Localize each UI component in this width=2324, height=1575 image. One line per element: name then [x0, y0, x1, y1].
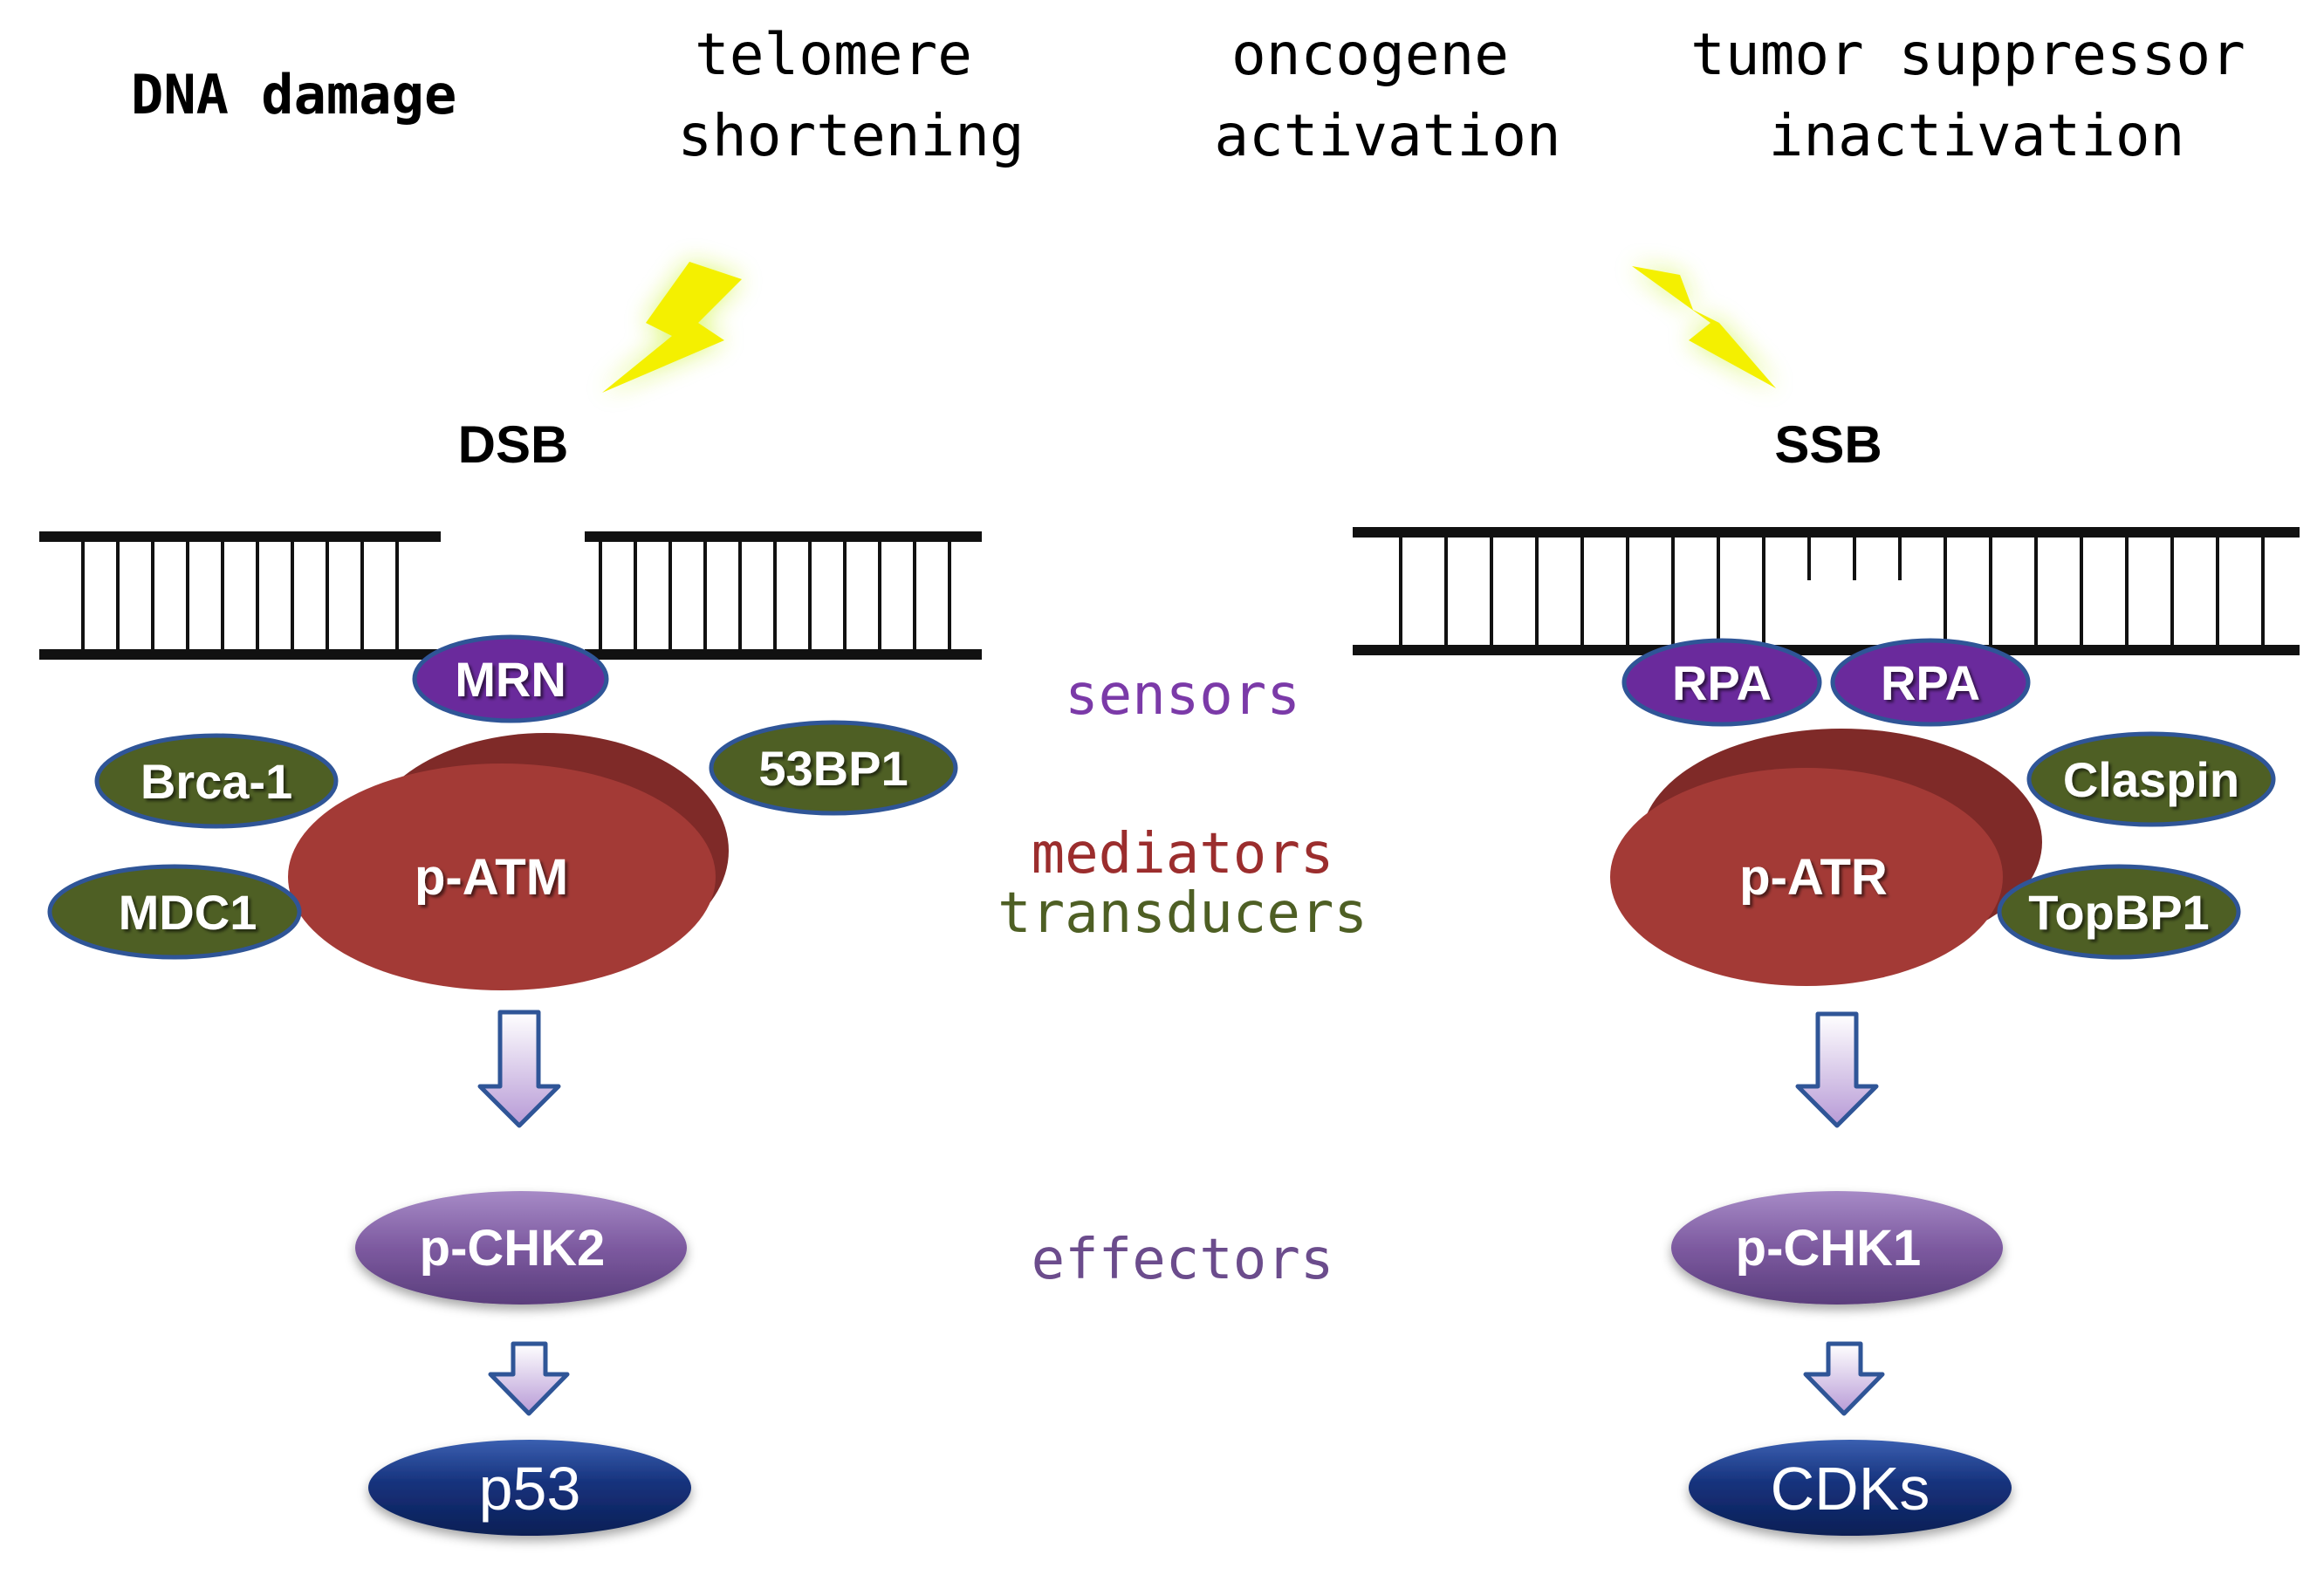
label-tumor-1: tumor suppressor: [1690, 21, 2245, 88]
lightning-bolt-icon: [1632, 266, 1776, 388]
rpa-sensor-2: RPA: [1830, 638, 2031, 727]
cdks-target: CDKs: [1689, 1440, 2012, 1536]
label-ssb: SSB: [1774, 415, 1882, 474]
down-arrow-icon: [477, 1010, 561, 1128]
p-chk1-label: p-CHK1: [1736, 1220, 1922, 1277]
down-arrow-icon: [488, 1341, 570, 1416]
stage-transducers: transducers: [997, 881, 1368, 946]
lightning-bolt-icon: [602, 262, 742, 393]
mdc1-mediator: MDC1: [47, 864, 302, 960]
p-atm-kinase: p-ATM: [288, 733, 729, 990]
rpa-label: RPA: [1672, 655, 1772, 710]
brca1-label: Brca-1: [141, 754, 292, 809]
label-telomere-1: telomere: [695, 21, 972, 88]
rpa-sensor-1: RPA: [1621, 638, 1822, 727]
label-dsb: DSB: [458, 415, 569, 474]
claspin-label: Claspin: [2063, 752, 2239, 807]
p-atr-label: p-ATR: [1739, 849, 1888, 906]
53bp1-label: 53BP1: [758, 741, 908, 796]
stage-effectors: effectors: [1032, 1228, 1334, 1292]
p-chk2-effector: p-CHK2: [355, 1191, 687, 1305]
cdks-label: CDKs: [1771, 1455, 1930, 1523]
p-atr-kinase: p-ATR: [1610, 729, 2042, 986]
topbp1-label: TopBP1: [2028, 885, 2209, 940]
brca1-mediator: Brca-1: [94, 733, 339, 829]
rpa-label: RPA: [1881, 655, 1980, 710]
stage-sensors: sensors: [1065, 663, 1300, 728]
label-telomere-2: shortening: [677, 102, 1024, 169]
mdc1-label: MDC1: [119, 885, 257, 940]
topbp1-mediator: TopBP1: [1997, 864, 2241, 960]
claspin-mediator: Claspin: [2026, 731, 2276, 827]
down-arrow-icon: [1795, 1011, 1879, 1128]
label-tumor-2: inactivation: [1769, 102, 2185, 169]
p-chk2-label: p-CHK2: [420, 1220, 606, 1277]
label-oncogene-1: oncogene: [1231, 21, 1509, 88]
mrn-sensor: MRN: [412, 634, 609, 723]
dna-double-strand-break: [39, 531, 982, 660]
53bp1-mediator: 53BP1: [709, 720, 958, 816]
p-chk1-effector: p-CHK1: [1671, 1191, 2003, 1305]
p-atm-label: p-ATM: [415, 849, 568, 906]
p53-target: p53: [368, 1440, 691, 1536]
mrn-label: MRN: [455, 652, 566, 707]
label-oncogene-2: activation: [1214, 102, 1560, 169]
p53-label: p53: [479, 1455, 581, 1523]
stage-mediators: mediators: [1032, 822, 1334, 887]
dna-single-strand-break: [1353, 527, 2300, 655]
down-arrow-icon: [1803, 1341, 1885, 1416]
label-dna-damage: DNA damage: [131, 63, 456, 127]
